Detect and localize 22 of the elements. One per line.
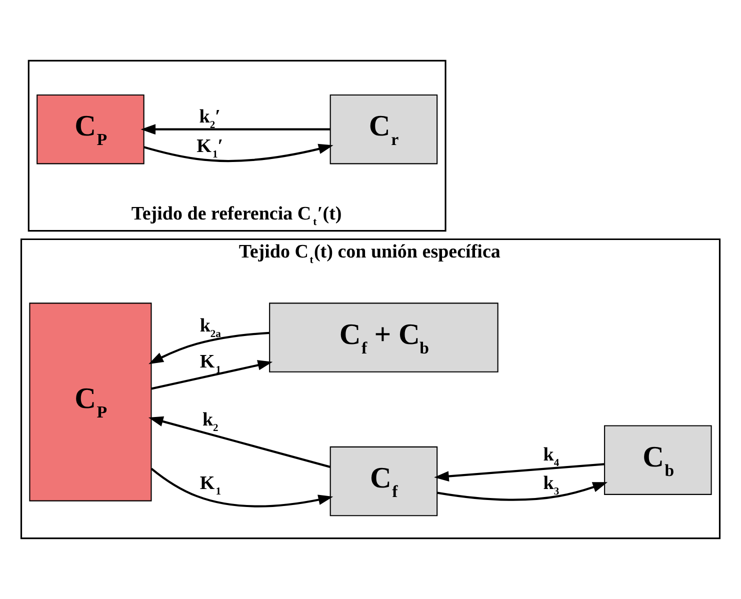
arrow xyxy=(144,144,334,162)
edge-label: k$_{4}$ xyxy=(543,444,560,470)
edge-label: K$_{1}$ xyxy=(200,473,221,498)
edge-label: k$_{2}$ xyxy=(202,410,218,434)
arrow xyxy=(148,416,330,468)
edge-label: K$_{1}$ xyxy=(200,352,221,376)
arrow xyxy=(434,463,604,482)
node-box: C$_{P}$ xyxy=(29,302,152,502)
node-box: C$_{P}$ xyxy=(36,94,144,164)
node-box: C$_{f}$ + C$_{b}$ xyxy=(269,302,498,372)
arrow xyxy=(151,360,273,390)
node-box: C$_{f}$ xyxy=(330,446,438,516)
arrow xyxy=(437,482,608,501)
edge-label: K$_{1}$′ xyxy=(196,136,224,160)
edge-label: k$_{2}$′ xyxy=(199,106,221,131)
node-box: C$_{b}$ xyxy=(604,425,712,495)
node-box: C$_{r}$ xyxy=(330,94,438,164)
arrow xyxy=(148,332,270,364)
arrow xyxy=(150,468,334,508)
arrow xyxy=(140,124,330,135)
edge-label: k$_{2a}$ xyxy=(200,316,221,340)
edge-label: k$_{3}$ xyxy=(543,473,560,498)
